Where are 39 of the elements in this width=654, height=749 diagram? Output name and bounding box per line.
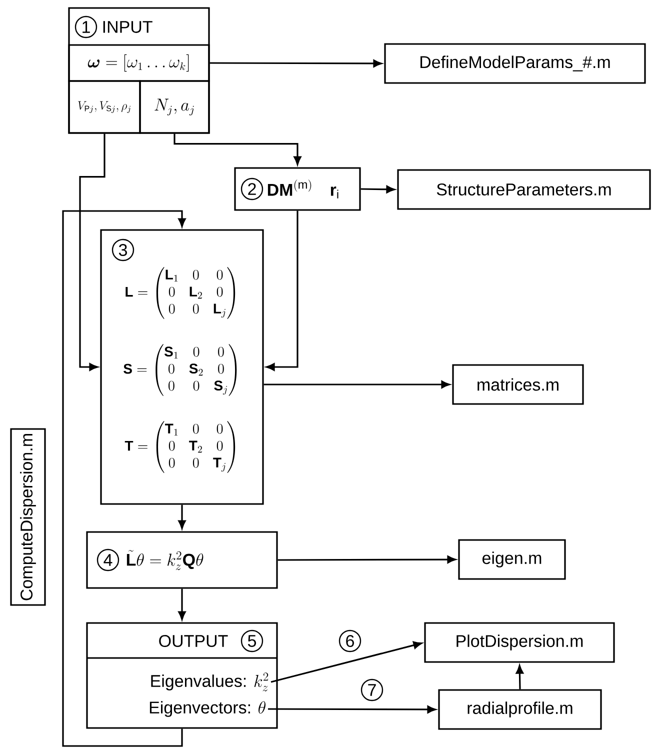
arrow xyxy=(178,588,186,620)
arrow xyxy=(264,380,450,388)
formula-cell: $V_{\mathrm{P}j},V_{\mathrm{S}j},\rho_j$ xyxy=(68,80,141,134)
file-box: radialprofile.m xyxy=(438,689,602,730)
matrix-equation: $\mathbf{L}=\begin{pmatrix}\mathbf{L}_1&0&0\\0&\mathbf{L}_2&0\\0&0&\mathbf{L}_j\end{pmatrix}$ xyxy=(126,267,236,319)
output-row: Eigenvalues: $k_z^2$ xyxy=(151,672,268,692)
arrow xyxy=(270,641,422,683)
arrow xyxy=(268,706,436,714)
circled-number: 4 xyxy=(96,548,120,572)
heading: OUTPUT xyxy=(159,634,228,648)
arrow xyxy=(79,134,106,371)
arrow xyxy=(210,60,382,68)
matrix-equation: $\mathbf{T}=\begin{pmatrix}\mathbf{T}_1&0&0\\0&\mathbf{T}_2&0\\0&0&\mathbf{T}_j\end{pmatrix}$ xyxy=(124,421,236,473)
formula: $\mathbf{DM}^{(\mathrm{m})}\quad\mathbf{r}_\mathrm{i}$ xyxy=(268,180,338,198)
arrow xyxy=(360,186,395,194)
file-box: StructureParameters.m xyxy=(397,169,651,210)
file-box: PlotDispersion.m xyxy=(424,622,615,663)
file-box: DefineModelParams_#.m xyxy=(384,43,646,84)
formula-cell: $N_j,a_j$ xyxy=(139,80,210,134)
heading: INPUT xyxy=(103,21,152,33)
loop-arrow xyxy=(62,210,186,747)
matrix-equation: $\mathbf{S}=\begin{pmatrix}\mathbf{S}_1&0&0\\0&\mathbf{S}_2&0\\0&0&\mathbf{S}_j\end{pmatrix}$ xyxy=(124,344,237,396)
formula-cell: $\boldsymbol{\omega}=[\omega_1\ldots\omega_k]$ xyxy=(68,44,210,82)
edge-label: 6 xyxy=(338,630,362,652)
arrow xyxy=(178,504,186,529)
circled-number: 2 xyxy=(240,178,264,200)
file-box: ComputeDispersion.m xyxy=(10,428,46,606)
arrow xyxy=(516,665,524,690)
arrow xyxy=(174,134,302,165)
arrow xyxy=(278,556,456,564)
circled-number: 5 xyxy=(240,630,264,652)
file-box: eigen.m xyxy=(458,539,566,580)
arrow xyxy=(266,210,298,371)
circled-number: 3 xyxy=(112,238,134,262)
file-box: matrices.m xyxy=(452,364,584,405)
output-row: Eigenvectors: $\theta$ xyxy=(150,701,266,717)
edge-label: 7 xyxy=(360,678,384,702)
circled-number: 1 xyxy=(74,16,98,38)
formula: $\tilde{\mathbf{L}}\theta=k_z^2\mathbf{Q}\theta$ xyxy=(126,550,204,570)
